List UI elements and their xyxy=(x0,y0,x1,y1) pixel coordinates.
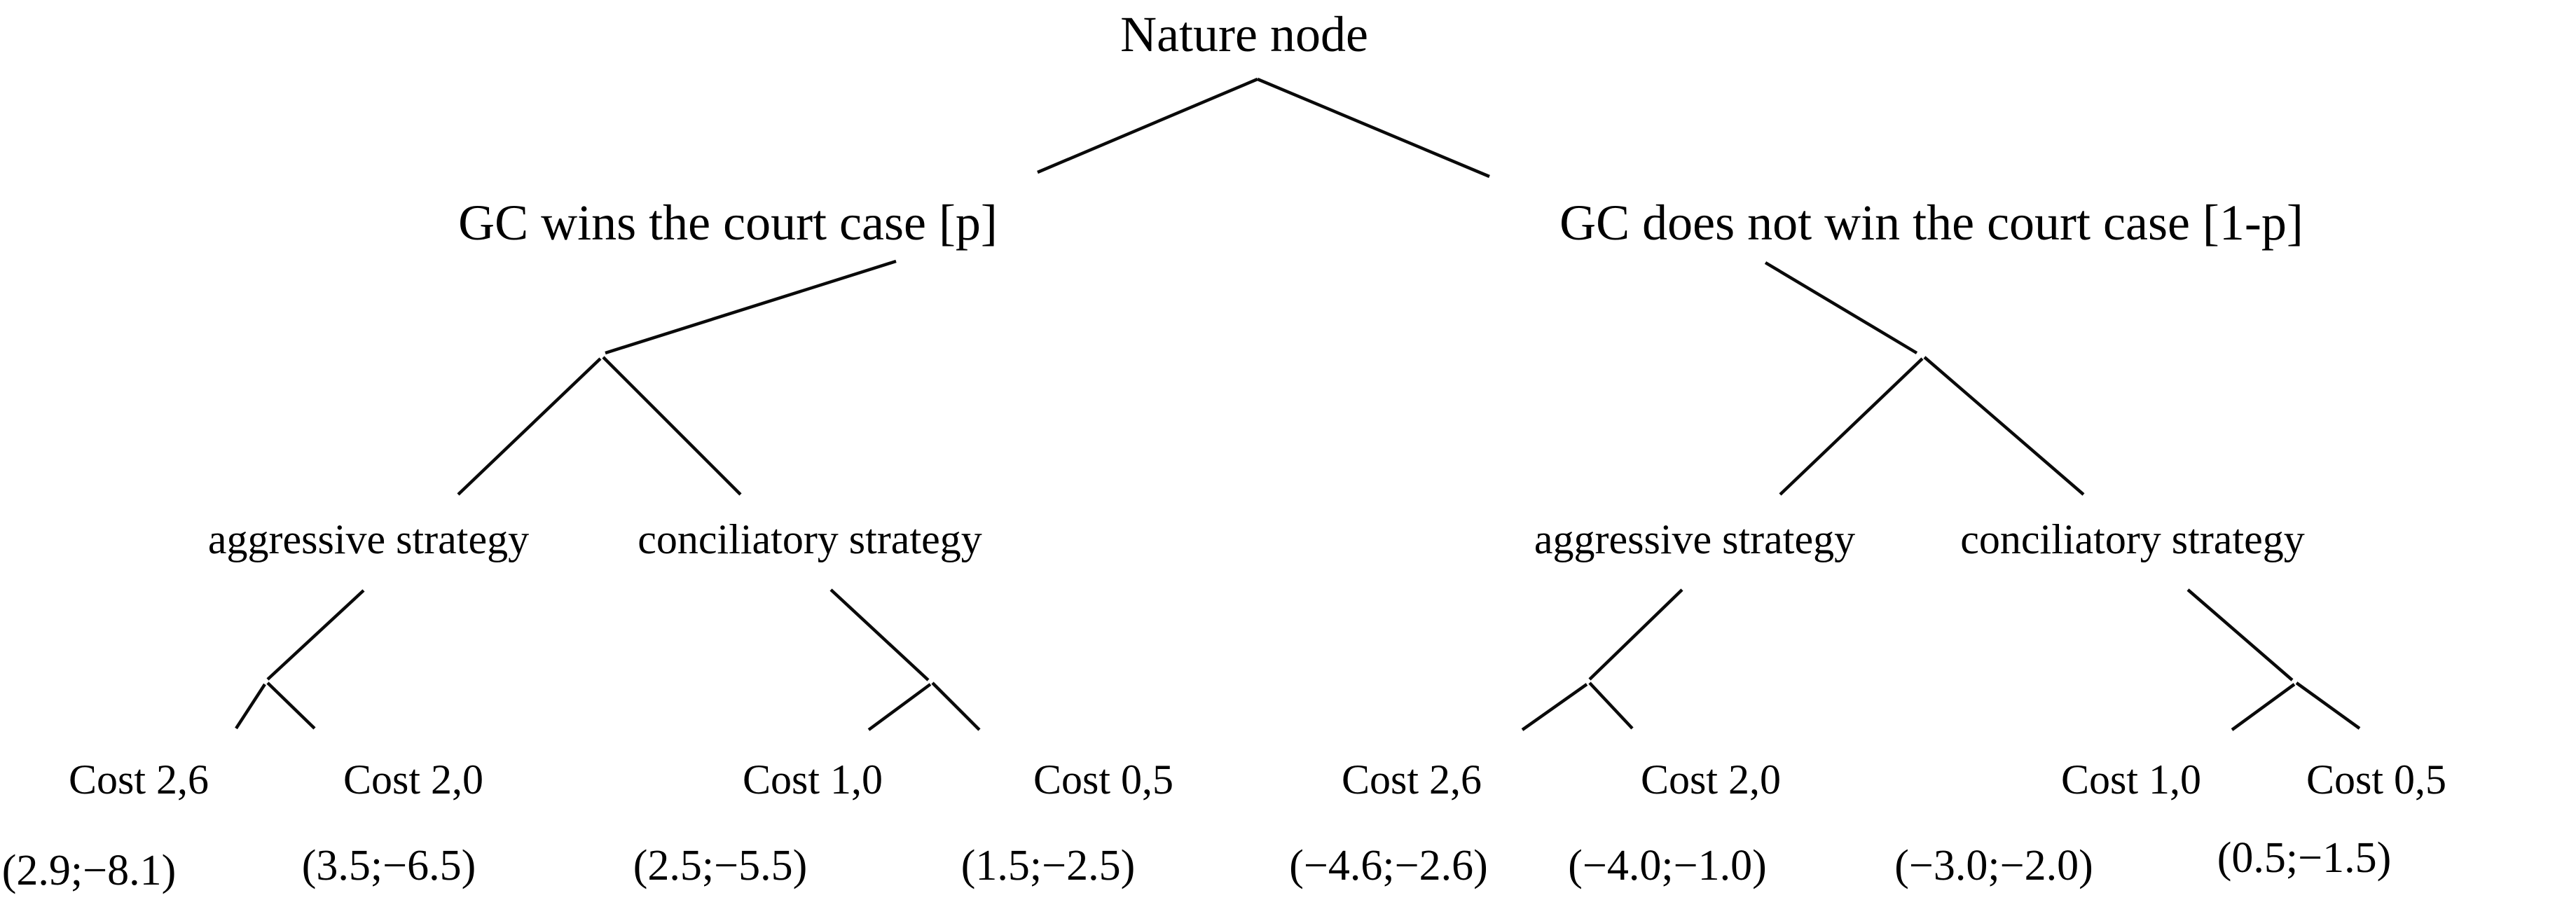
edge-win-aggressive xyxy=(457,357,602,496)
cost-label-lose-agg-high: Cost 2,6 xyxy=(1341,756,1482,803)
edge-lose-agg-right xyxy=(1588,681,1634,730)
payoff-lose-agg-high: (−4.6;−2.6) xyxy=(1289,841,1488,889)
edge-lose-aggressive xyxy=(1779,357,1924,496)
branch-label-gc-wins: GC wins the court case [p] xyxy=(458,194,998,251)
edge-lose-con-right xyxy=(2295,681,2361,730)
cost-label-win-agg-high: Cost 2,6 xyxy=(68,756,209,803)
edge-lose-agg-left xyxy=(1521,683,1588,731)
strategy-label-win-aggressive: aggressive strategy xyxy=(207,516,530,562)
edge-win-con-right xyxy=(931,681,981,731)
edge-lose-connector xyxy=(1764,261,1918,354)
edge-win-con-connector xyxy=(829,588,930,681)
payoff-win-con-low: (1.5;−2.5) xyxy=(960,841,1136,889)
edge-win-connector xyxy=(605,259,897,355)
edge-root-right xyxy=(1257,77,1490,179)
cost-label-lose-con-low: Cost 0,5 xyxy=(2306,756,2447,803)
cost-label-win-con-high: Cost 1,0 xyxy=(742,756,883,803)
edge-win-conciliatory xyxy=(602,356,742,496)
payoff-lose-con-low: (0.5;−1.5) xyxy=(2217,833,2392,882)
cost-label-lose-con-high: Cost 1,0 xyxy=(2060,756,2202,803)
root-node-label: Nature node xyxy=(1120,6,1368,62)
edge-win-agg-right xyxy=(266,681,316,730)
strategy-label-win-conciliatory: conciliatory strategy xyxy=(638,516,982,562)
payoff-win-agg-low: (3.5;−6.5) xyxy=(301,841,476,889)
payoff-lose-con-high: (−3.0;−2.0) xyxy=(1894,841,2093,889)
cost-label-win-agg-low: Cost 2,0 xyxy=(343,756,484,803)
edge-win-agg-left xyxy=(235,683,266,730)
edge-lose-con-connector xyxy=(2186,588,2294,681)
payoff-win-con-high: (2.5;−5.5) xyxy=(633,841,808,889)
edge-lose-con-left xyxy=(2231,683,2296,731)
branch-label-gc-does-not-win: GC does not win the court case [1-p] xyxy=(1559,194,2303,251)
payoff-win-agg-high: (2.9;−8.1) xyxy=(1,846,177,894)
edge-lose-conciliatory xyxy=(1923,356,2085,496)
strategy-label-lose-aggressive: aggressive strategy xyxy=(1534,516,1856,562)
cost-label-lose-agg-low: Cost 2,0 xyxy=(1640,756,1782,803)
edge-root-left xyxy=(1037,77,1258,174)
edge-win-con-left xyxy=(867,683,932,731)
strategy-label-lose-conciliatory: conciliatory strategy xyxy=(1960,516,2305,562)
edge-lose-agg-connector xyxy=(1588,588,1683,681)
payoff-lose-agg-low: (−4.0;−1.0) xyxy=(1568,841,1767,889)
cost-label-win-con-low: Cost 0,5 xyxy=(1033,756,1174,803)
edge-win-agg-connector xyxy=(266,589,365,681)
